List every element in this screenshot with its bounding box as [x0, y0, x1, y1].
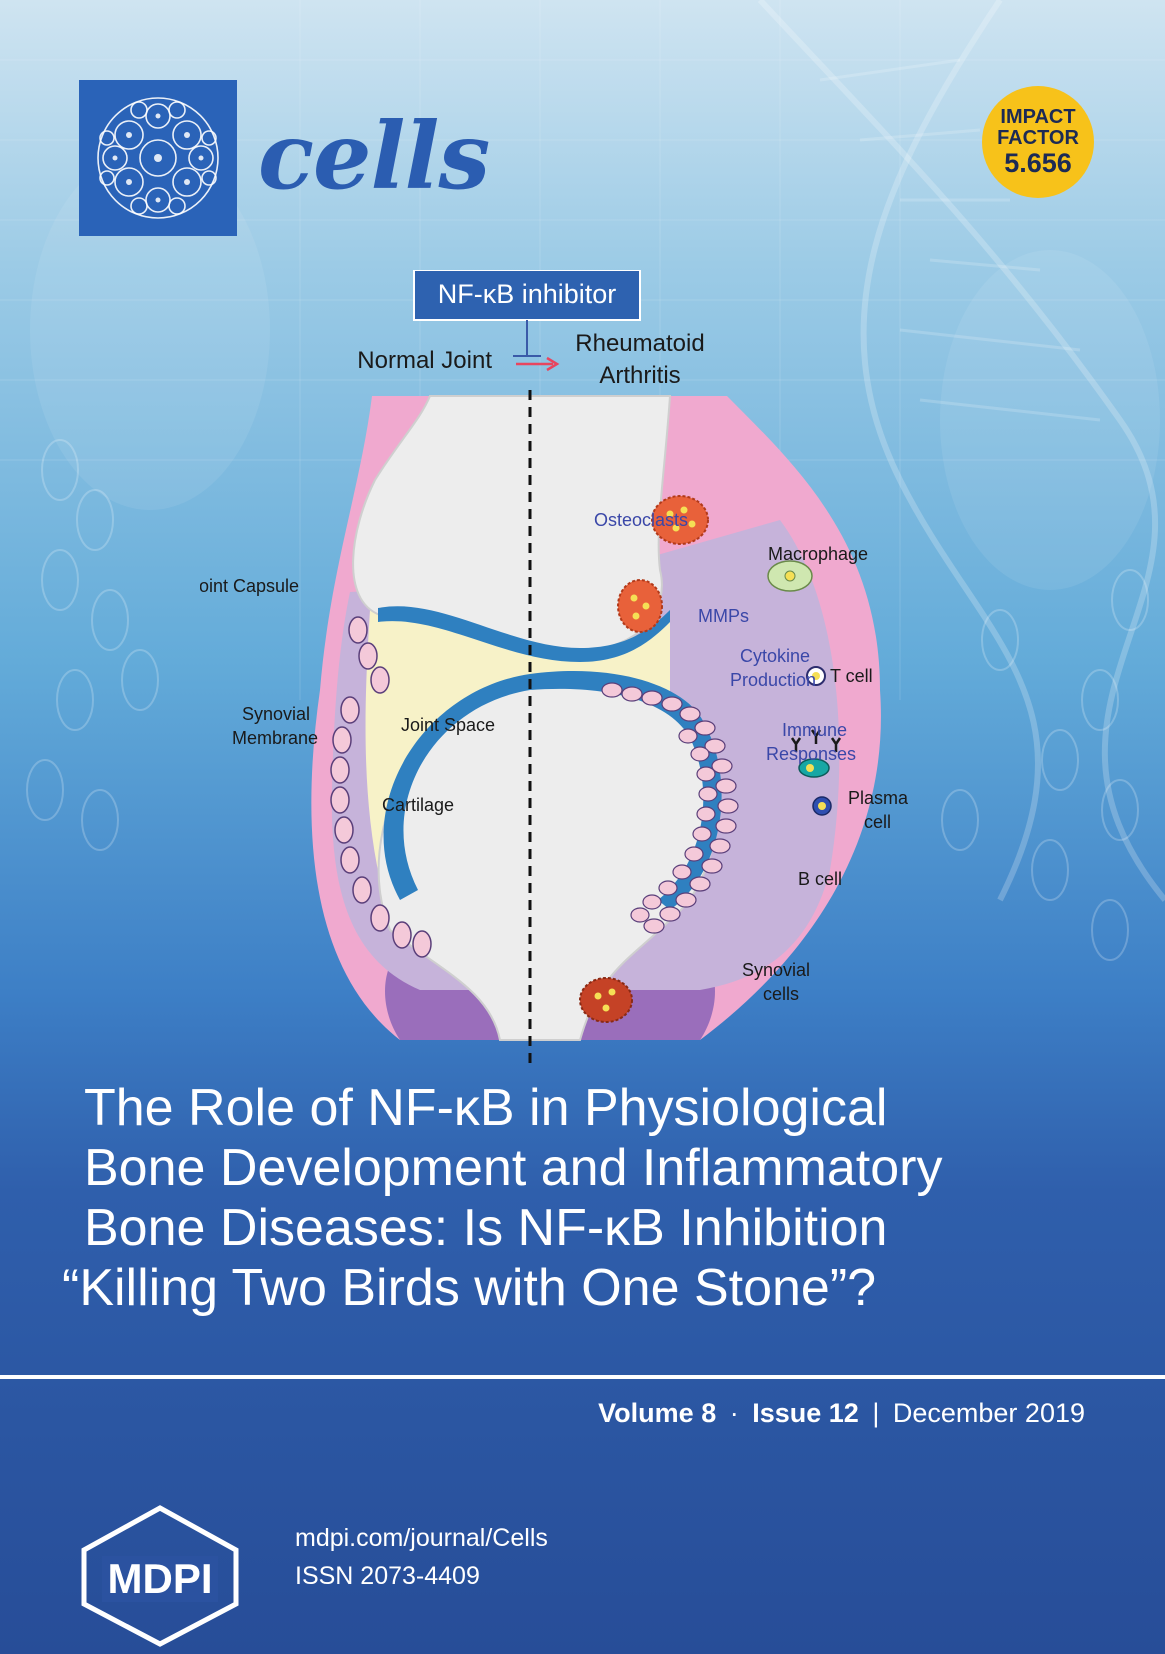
- bar-separator: |: [872, 1398, 880, 1428]
- synovial-membrane-label-1: Synovial: [242, 704, 310, 724]
- osteoclast-bottom: [579, 977, 633, 1023]
- cells-logo-box: [79, 80, 237, 236]
- b-cell: [812, 796, 832, 816]
- title-line-2: Bone Development and Inflammatory: [84, 1139, 943, 1197]
- joint-illustration: NF-κB inhibitor Normal Joint Rheumatoid …: [200, 270, 909, 1070]
- journal-url[interactable]: mdpi.com/journal/Cells: [295, 1524, 548, 1552]
- cartilage-label: Cartilage: [382, 795, 454, 815]
- immune-label-2: Responses: [766, 744, 856, 764]
- synovial-membrane-label-2: Membrane: [232, 728, 318, 748]
- impact-value: 5.656: [1004, 147, 1072, 178]
- mdpi-logo: MDPI: [81, 1505, 239, 1647]
- mmps-label: MMPs: [698, 606, 749, 626]
- issue-info: Volume 8 · Issue 12 | December 2019: [598, 1398, 1085, 1429]
- ra-label-1: Rheumatoid: [575, 330, 704, 357]
- macrophage-label: Macrophage: [768, 544, 868, 564]
- synovial-cells-label-2: cells: [763, 984, 799, 1004]
- issn-label: ISSN 2073-4409: [295, 1562, 480, 1590]
- journal-name: cells: [258, 102, 490, 210]
- synovial-cells-left: [330, 616, 432, 958]
- cytokine-label-2: Production: [730, 670, 816, 690]
- impact-label-2: FACTOR: [997, 126, 1079, 149]
- joint-capsule-label: Joint Capsule: [200, 576, 299, 596]
- osteoclast-top: [651, 495, 709, 545]
- immune-label-1: Immune: [782, 720, 847, 740]
- lower-cartilage: [383, 671, 705, 900]
- plasma-label-2: cell: [864, 812, 891, 832]
- joint-space-label: Joint Space: [401, 715, 495, 735]
- macrophage-cell: [767, 560, 813, 592]
- antibody-icons: [790, 729, 842, 752]
- upper-cartilage: [378, 606, 670, 662]
- tcell-label: T cell: [830, 666, 873, 686]
- date-label: December 2019: [892, 1398, 1085, 1428]
- title-line-1: The Role of NF-κB in Physiological: [84, 1079, 888, 1137]
- volume-label: Volume 8: [598, 1398, 717, 1428]
- article-title: The Role of NF-κB in Physiological Bone …: [62, 1078, 1142, 1318]
- plasma-label-1: Plasma: [848, 788, 909, 808]
- synovial-cells-label-1: Synovial: [742, 960, 810, 980]
- cell-cluster-icon: [97, 97, 219, 219]
- inhibitor-label: NF-κB inhibitor: [438, 279, 617, 309]
- cytokine-label-1: Cytokine: [740, 646, 810, 666]
- mdpi-logo-text: MDPI: [108, 1555, 213, 1602]
- arrow-icon: [546, 356, 560, 372]
- inhibitor-box: [413, 270, 641, 321]
- ra-label-2: Arthritis: [599, 362, 680, 389]
- dot-separator: ·: [729, 1398, 739, 1428]
- osteoclast-middle: [617, 579, 663, 633]
- mdpi-hexagon-icon: [81, 1505, 239, 1647]
- plasma-cell: [798, 758, 830, 778]
- synovial-cells-right: [601, 682, 739, 934]
- impact-factor-badge: IMPACT FACTOR 5.656: [982, 86, 1094, 198]
- t-cell: [806, 666, 826, 686]
- impact-label-1: IMPACT: [1000, 105, 1076, 128]
- title-line-3: Bone Diseases: Is NF-κB Inhibition: [84, 1199, 888, 1257]
- normal-joint-label: Normal Joint: [357, 347, 492, 374]
- osteoclasts-label: Osteoclasts: [594, 510, 688, 530]
- bcell-label: B cell: [798, 869, 842, 889]
- title-line-4: “Killing Two Birds with One Stone”?: [62, 1259, 877, 1317]
- divider-rule: [0, 1375, 1165, 1379]
- issue-label: Issue 12: [752, 1398, 859, 1428]
